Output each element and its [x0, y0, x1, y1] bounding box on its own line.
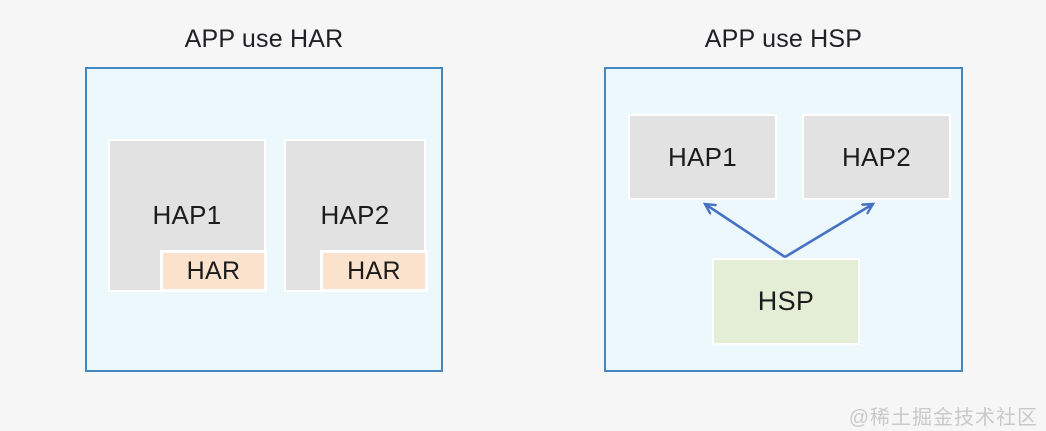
hsp-box: HSP — [712, 258, 860, 345]
hsp-label: HSP — [757, 286, 815, 316]
har-panel-hap2-label: HAP2 — [320, 200, 390, 230]
har-box-in-hap2: HAR — [320, 250, 428, 292]
har-panel-hap1-label: HAP1 — [152, 200, 222, 230]
watermark-text: @稀土掘金技术社区 — [848, 407, 1038, 429]
hsp-panel-hap2-box: HAP2 — [802, 114, 951, 200]
har-in-hap2-label: HAR — [347, 256, 401, 285]
hsp-panel-hap2-label: HAP2 — [841, 141, 912, 172]
har-in-hap1-label: HAR — [186, 256, 241, 285]
har-box-in-hap1: HAR — [160, 250, 267, 292]
hsp-panel-hap1-label: HAP1 — [667, 141, 738, 172]
hsp-panel-hap1-box: HAP1 — [628, 114, 777, 200]
left-panel-title: APP use HAR — [184, 25, 344, 53]
right-panel-title: APP use HSP — [704, 25, 863, 53]
